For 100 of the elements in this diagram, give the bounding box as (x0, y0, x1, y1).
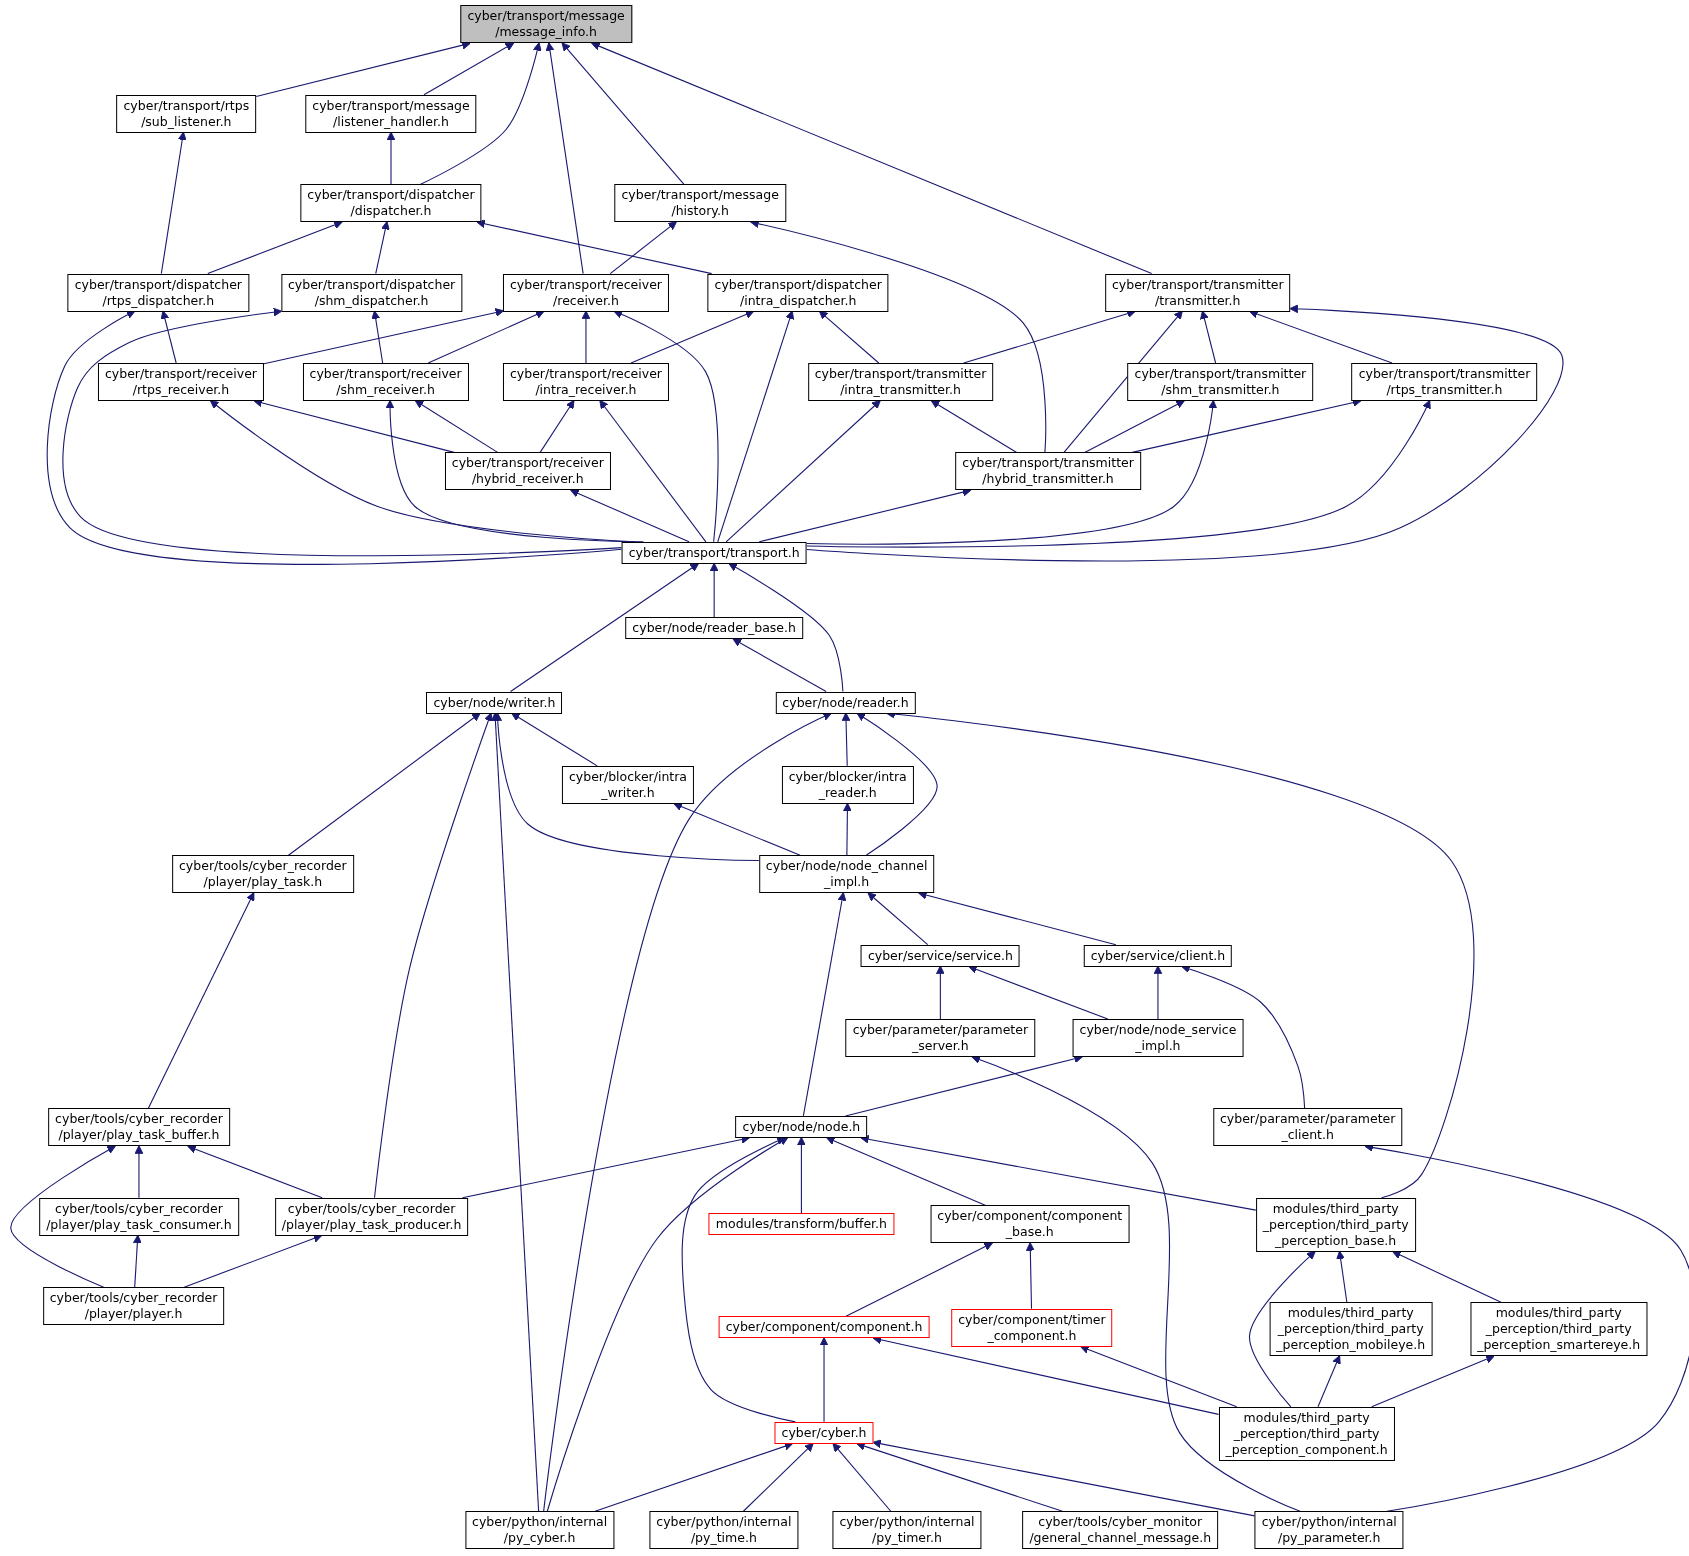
file-node: cyber/node/node_service _impl.h (1072, 1019, 1244, 1057)
arrow (1371, 1354, 1495, 1408)
arrow (843, 802, 852, 856)
arrow (371, 310, 384, 364)
file-node: cyber/transport/transmitter /intra_transmitter.h (807, 363, 994, 401)
file-node: cyber/transport/message /listener_handler.h (305, 94, 477, 133)
arrow (375, 221, 390, 275)
file-node: cyber/transport/dispatcher /dispatcher.h (300, 184, 482, 223)
arrow (427, 310, 545, 364)
arrow (420, 42, 542, 185)
arrow (613, 310, 719, 543)
arrow (1153, 965, 1163, 1020)
arrow (872, 1439, 1256, 1517)
arrow (1336, 1250, 1348, 1303)
arrow (545, 42, 584, 275)
file-node: cyber/node/node.h (735, 1115, 868, 1138)
file-node: cyber/transport/transmitter /shm_transmitter.h (1127, 363, 1314, 401)
file-node: cyber/python/internal /py_time.h (649, 1511, 799, 1550)
arrow (717, 310, 795, 543)
arrow (373, 712, 493, 1199)
arrow (819, 1337, 829, 1423)
arrow (147, 892, 255, 1109)
arrow (968, 965, 1109, 1020)
arrow (1063, 310, 1183, 453)
arrow (826, 1136, 986, 1206)
file-node: cyber/transport/transmitter /hybrid_transmitter.h (955, 452, 1141, 491)
arrow (511, 712, 598, 767)
arrow (491, 712, 540, 1512)
arrow (860, 1134, 1257, 1211)
arrow (594, 1442, 794, 1512)
file-node: cyber/component/component _base.h (930, 1205, 1130, 1244)
arrow (797, 1136, 806, 1214)
file-node: cyber/transport/receiver /hybrid_receiver.h (444, 452, 611, 491)
arrow (510, 562, 700, 693)
file-node: cyber/parameter/parameter _client.h (1212, 1108, 1403, 1147)
file-node: modules/transform/buffer.h (708, 1212, 894, 1235)
file-node: cyber/blocker/intra _writer.h (561, 765, 695, 804)
arrow (543, 712, 832, 1512)
arrow (609, 221, 677, 275)
arrow (134, 1145, 144, 1199)
arrow (832, 1442, 892, 1512)
file-node: cyber/transport/dispatcher /intra_dispatcher.h (707, 273, 889, 312)
arrow (725, 400, 881, 543)
file-node: modules/third_party _perception/third_party _perception_mobileye.h (1269, 1302, 1433, 1357)
file-node: cyber/service/service.h (860, 944, 1020, 967)
arrow (732, 638, 827, 693)
arrow (287, 712, 481, 856)
file-node: cyber/tools/cyber_recorder /player/play_task_buffer.h (48, 1108, 230, 1147)
arrow (187, 1144, 323, 1199)
arrow (1025, 1242, 1035, 1310)
arrow (423, 42, 515, 96)
arrow (742, 1442, 814, 1512)
file-node: cyber/tools/cyber_monitor /general_channel_message.h (1022, 1511, 1219, 1550)
arrow (1080, 1345, 1238, 1408)
arrow (263, 308, 505, 365)
arrow (856, 712, 938, 856)
file-node: cyber/transport/message /message_info.h (460, 5, 632, 44)
arrow (160, 310, 177, 364)
file-node: cyber/transport/receiver /shm_receiver.h (302, 363, 469, 401)
file-node: cyber/transport/transmitter /transmitter.h (1105, 273, 1291, 312)
file-node: cyber/node/writer.h (426, 691, 563, 714)
arrow (386, 131, 396, 185)
arrow (806, 304, 1564, 562)
arrow (599, 399, 707, 543)
arrow (841, 712, 851, 767)
file-node: cyber/tools/cyber_recorder /player/play_task.h (172, 855, 354, 894)
arrow (935, 965, 945, 1020)
arrow (546, 1137, 789, 1512)
file-node: cyber/service/client.h (1083, 944, 1233, 967)
file-node: cyber/transport/dispatcher /shm_dispatcher.h (281, 273, 463, 312)
arrow (207, 220, 343, 275)
file-node: cyber/tools/cyber_recorder /player/play_task_consumer.h (39, 1197, 239, 1236)
file-node: cyber/transport/receiver /receiver.h (502, 273, 669, 312)
arrow (930, 400, 1018, 453)
file-node: cyber/python/internal /py_cyber.h (465, 1511, 615, 1550)
arrow (709, 562, 719, 618)
file-node: cyber/python/internal /py_parameter.h (1254, 1511, 1404, 1550)
arrow (570, 489, 690, 543)
file-node: cyber/parameter/parameter _server.h (845, 1019, 1036, 1057)
arrow (581, 310, 591, 364)
file-node: cyber/node/reader_base.h (625, 617, 803, 640)
file-node: modules/third_party _perception/third_party _perception_base.h (1255, 1197, 1416, 1252)
file-node: cyber/transport/transport.h (621, 541, 807, 564)
arrow (133, 1234, 142, 1288)
arrow (630, 310, 755, 364)
arrow (971, 1055, 1301, 1512)
file-node: cyber/transport/receiver /intra_receiver.h (502, 363, 669, 401)
arrow (806, 399, 1218, 545)
arrow (845, 1242, 993, 1317)
arrow (1392, 1250, 1502, 1303)
file-node: cyber/transport/message /history.h (614, 184, 786, 223)
arrow (681, 1136, 796, 1423)
arrow (160, 131, 187, 275)
arrow (591, 42, 1153, 275)
file-node: cyber/node/reader.h (775, 691, 916, 714)
file-node: cyber/transport/transmitter /rtps_transmitter.h (1351, 363, 1538, 401)
arrow (476, 219, 713, 275)
arrow (1084, 400, 1185, 453)
file-node: cyber/component/component.h (718, 1316, 930, 1339)
arrow (183, 1234, 323, 1288)
